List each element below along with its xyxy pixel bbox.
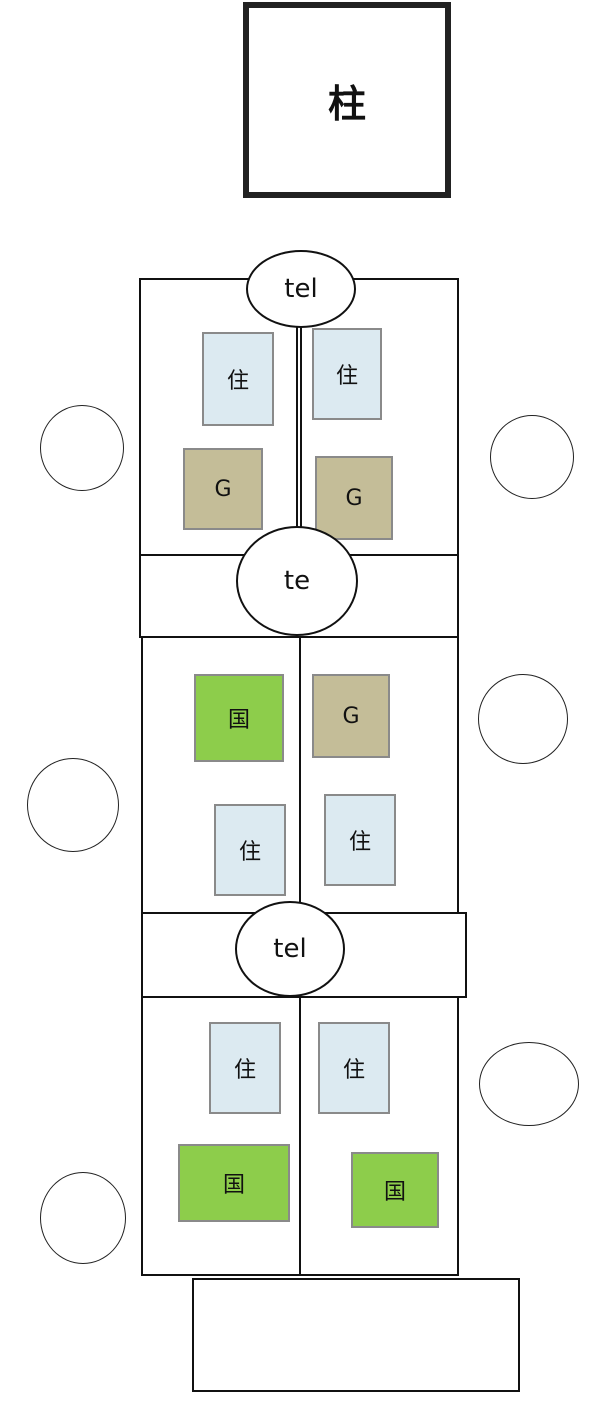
tile-label: G [342, 703, 360, 729]
phone-label: tel [273, 934, 307, 964]
pillar-box: 柱 [243, 2, 451, 198]
desk-divider-3 [299, 996, 301, 1276]
tile-kuni: 国 [178, 1144, 290, 1222]
tile-label: 住 [335, 364, 358, 389]
tile-ju: 住 [214, 804, 286, 896]
chair-circle [27, 758, 119, 852]
chair-circle [478, 674, 568, 764]
phone-oval: tel [235, 901, 345, 997]
tile-label: 国 [222, 1173, 245, 1198]
tile-label: 国 [383, 1180, 406, 1205]
tile-g: G [315, 456, 393, 540]
tile-label: 住 [238, 840, 261, 865]
chair-circle [40, 405, 124, 491]
tile-kuni: 国 [194, 674, 284, 762]
phone-label: tel [284, 274, 318, 304]
phone-oval: tel [246, 250, 356, 328]
tile-g: G [183, 448, 263, 530]
bottom-table [192, 1278, 520, 1392]
pillar-label: 柱 [327, 81, 366, 126]
tile-label: 住 [348, 830, 371, 855]
phone-label: te [283, 566, 311, 596]
tile-ju: 住 [324, 794, 396, 886]
phone-oval: te [236, 526, 358, 636]
tile-label: 住 [233, 1058, 256, 1083]
tile-label: 国 [227, 708, 250, 733]
tile-label: G [214, 476, 232, 502]
tile-kuni: 国 [351, 1152, 439, 1228]
tile-label: 住 [342, 1058, 365, 1083]
tile-ju: 住 [209, 1022, 281, 1114]
chair-circle [479, 1042, 579, 1126]
desk-divider-2 [299, 636, 301, 914]
tile-label: G [345, 485, 363, 511]
tile-ju: 住 [312, 328, 382, 420]
tile-ju: 住 [318, 1022, 390, 1114]
chair-circle [490, 415, 574, 499]
tile-label: 住 [226, 369, 249, 394]
tile-ju: 住 [202, 332, 274, 426]
desk-divider-1 [296, 300, 302, 556]
chair-circle [40, 1172, 126, 1264]
tile-g: G [312, 674, 390, 758]
